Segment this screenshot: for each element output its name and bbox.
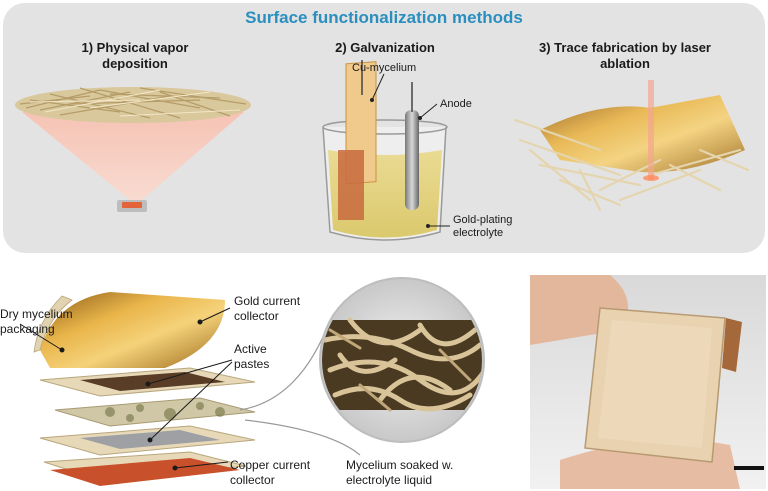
label-gold-line1: Gold current — [234, 294, 301, 308]
source-material — [122, 202, 142, 208]
gold-film — [540, 95, 745, 173]
label-packaging-line1: Dry mycelium — [0, 307, 73, 321]
cu-mycelium-submerged — [338, 150, 364, 220]
method-2-title: 2) Galvanization — [335, 40, 435, 55]
stack-leaders — [19, 307, 233, 471]
gold-current-collector — [40, 292, 225, 368]
label-packaging-line2: packaging — [0, 322, 55, 336]
label-gold-line2: collector — [234, 309, 279, 323]
label-cu-mycelium: Cu-mycelium — [352, 62, 417, 74]
label-copper-line2: collector — [230, 473, 275, 487]
device-photo — [530, 275, 766, 489]
mycelium-mat — [15, 87, 251, 123]
method-3-title: 3) Trace fabrication by laser ablation — [539, 40, 711, 71]
method-1-title: 1) Physical vapor deposition — [81, 40, 189, 71]
label-copper-line1: Copper current — [230, 458, 311, 472]
label-active-line2: pastes — [234, 357, 270, 371]
copper-current-collector — [50, 458, 240, 486]
anode-rod — [405, 110, 419, 210]
label-active-line1: Active — [234, 342, 267, 356]
scale-bar — [734, 466, 764, 470]
panel-title: Surface functionalization methods — [245, 8, 523, 27]
label-electrolyte-line1: Gold-plating — [453, 214, 513, 226]
label-soaked-line1: Mycelium soaked w. — [346, 458, 454, 472]
battery-tab — [722, 318, 742, 372]
pvd-illustration — [15, 87, 251, 212]
vapor-cone — [22, 112, 244, 205]
soaked-mycelium-fibers — [322, 317, 482, 412]
active-paste-1 — [80, 372, 225, 391]
label-anode: Anode — [440, 98, 472, 110]
leader-cu — [371, 73, 385, 101]
leader-anode — [419, 103, 438, 119]
zoom-circle — [319, 277, 485, 443]
separator-layer — [54, 397, 256, 427]
galvanization-illustration — [322, 60, 450, 241]
exploded-stack — [19, 292, 361, 486]
label-soaked-line2: electrolyte liquid — [346, 473, 433, 487]
label-electrolyte-line2: electrolyte — [453, 227, 504, 239]
laser-beam — [648, 80, 654, 180]
laser-illustration — [513, 80, 750, 212]
